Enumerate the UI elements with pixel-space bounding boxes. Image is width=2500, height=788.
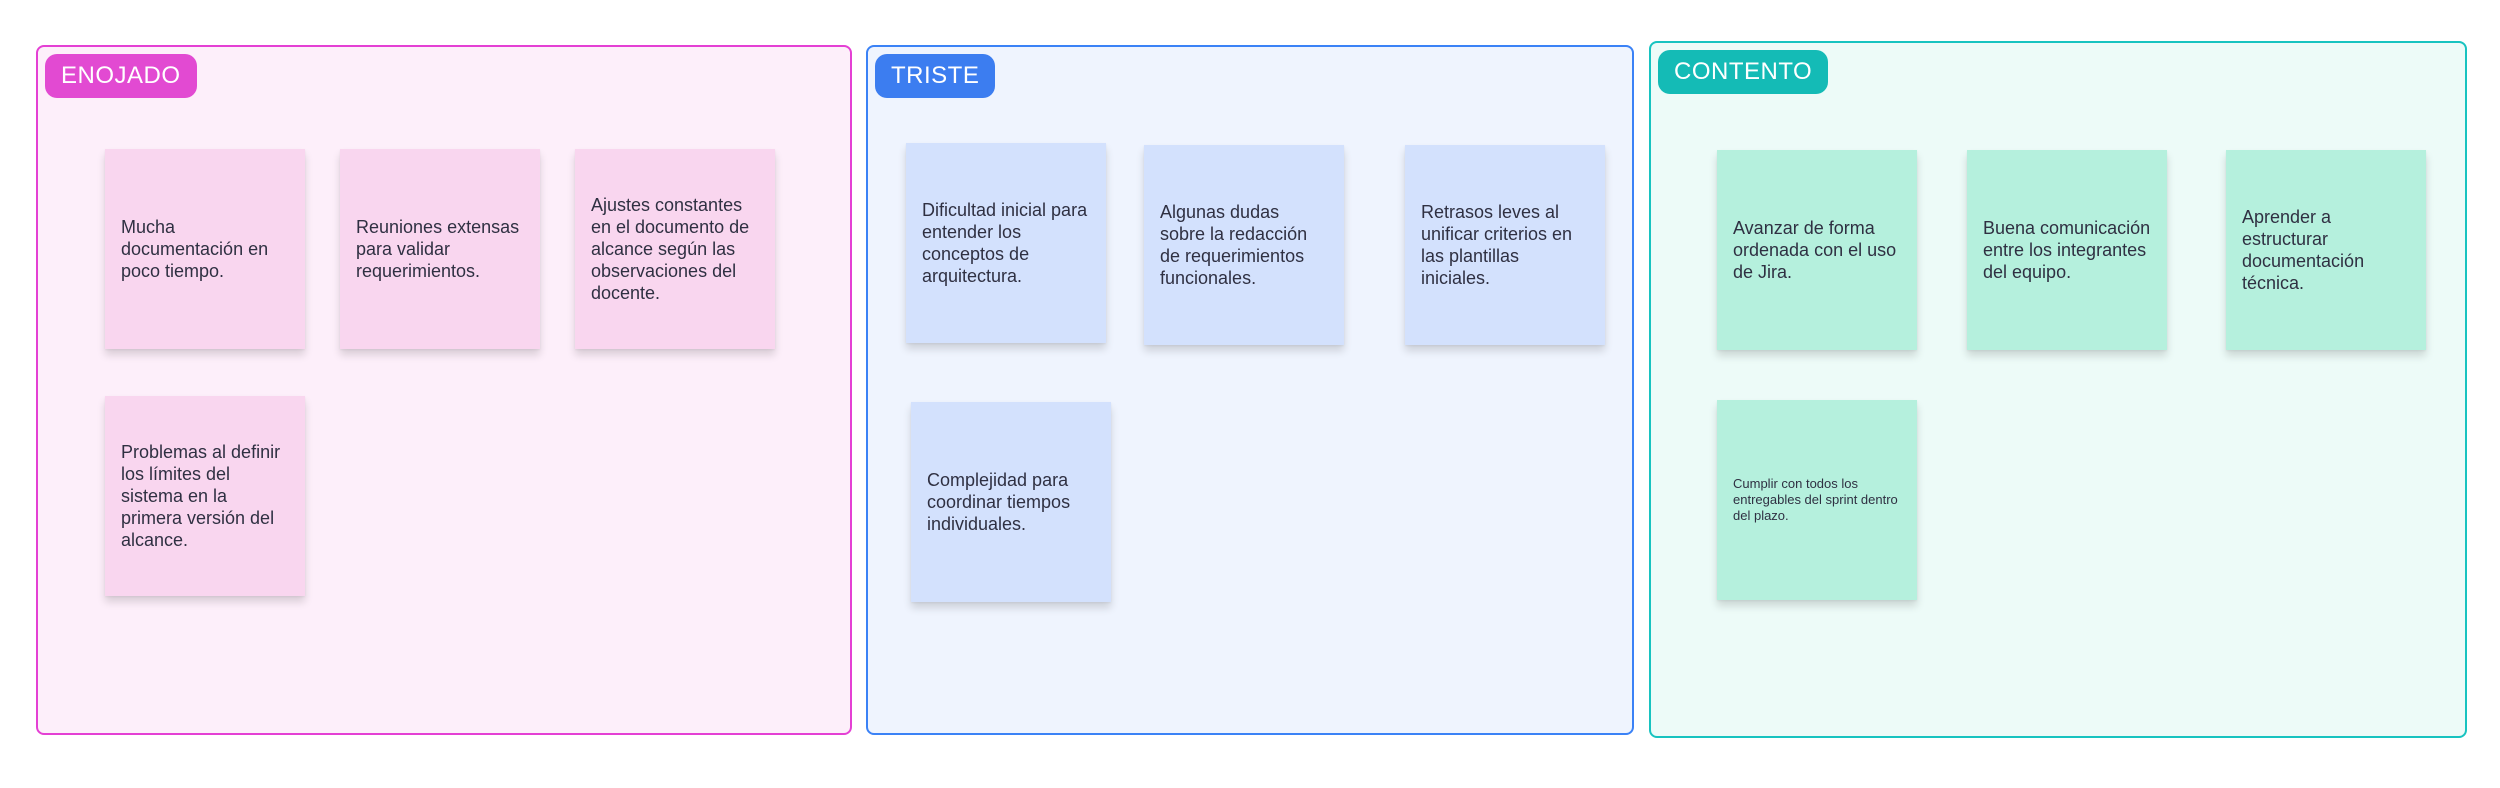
sticky-note-text: Ajustes constantes en el documento de al…	[591, 195, 750, 303]
sticky-note[interactable]: Cumplir con todos los entregables del sp…	[1717, 400, 1917, 600]
frame-label-enojado[interactable]: ENOJADO	[45, 54, 197, 98]
sticky-note[interactable]: Retrasos leves al unificar criterios en …	[1405, 145, 1605, 345]
sticky-note[interactable]: Buena comunicación entre los integrantes…	[1967, 150, 2167, 350]
sticky-note-text: Problemas al definir los límites del sis…	[121, 442, 281, 550]
frame-label-contento[interactable]: CONTENTO	[1658, 50, 1829, 94]
sticky-note[interactable]: Dificultad inicial para entender los con…	[906, 143, 1106, 343]
sticky-note[interactable]: Reuniones extensas para validar requerim…	[340, 149, 540, 349]
frame-enojado[interactable]: ENOJADO Mucha documentación en poco tiem…	[36, 45, 852, 735]
sticky-note[interactable]: Ajustes constantes en el documento de al…	[575, 149, 775, 349]
sticky-note-text: Cumplir con todos los entregables del sp…	[1733, 476, 1898, 523]
sticky-note-text: Reuniones extensas para validar requerim…	[356, 217, 520, 281]
sticky-note[interactable]: Avanzar de forma ordenada con el uso de …	[1717, 150, 1917, 350]
sticky-note[interactable]: Complejidad para coordinar tiempos indiv…	[911, 402, 1111, 602]
sticky-note-text: Mucha documentación en poco tiempo.	[121, 217, 269, 281]
sticky-note[interactable]: Algunas dudas sobre la redacción de requ…	[1144, 145, 1344, 345]
sticky-note-text: Algunas dudas sobre la redacción de requ…	[1160, 202, 1308, 288]
sticky-note-text: Retrasos leves al unificar criterios en …	[1421, 202, 1573, 288]
sticky-note-text: Complejidad para coordinar tiempos indiv…	[927, 470, 1071, 534]
sticky-note-text: Dificultad inicial para entender los con…	[922, 200, 1088, 286]
frame-triste[interactable]: TRISTE Dificultad inicial para entender …	[866, 45, 1634, 735]
sticky-note[interactable]: Mucha documentación en poco tiempo.	[105, 149, 305, 349]
sticky-note-text: Buena comunicación entre los integrantes…	[1983, 218, 2151, 282]
sticky-note[interactable]: Problemas al definir los límites del sis…	[105, 396, 305, 596]
frame-label-triste[interactable]: TRISTE	[875, 54, 996, 98]
sticky-note-text: Avanzar de forma ordenada con el uso de …	[1733, 218, 1897, 282]
sticky-note[interactable]: Aprender a estructurar documentación téc…	[2226, 150, 2426, 350]
sticky-note-text: Aprender a estructurar documentación téc…	[2242, 207, 2365, 293]
frame-contento[interactable]: CONTENTO Avanzar de forma ordenada con e…	[1649, 41, 2467, 738]
